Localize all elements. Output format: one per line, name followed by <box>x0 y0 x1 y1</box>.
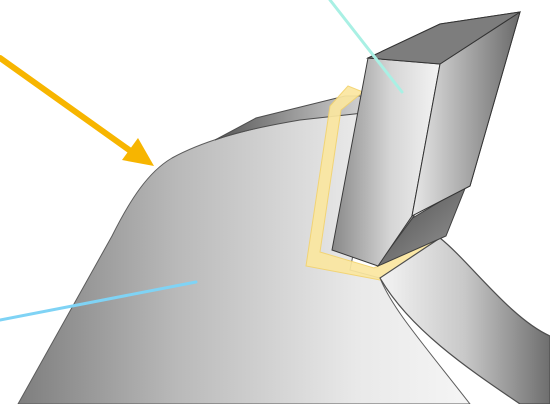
yellow-arrow-icon <box>0 58 154 166</box>
